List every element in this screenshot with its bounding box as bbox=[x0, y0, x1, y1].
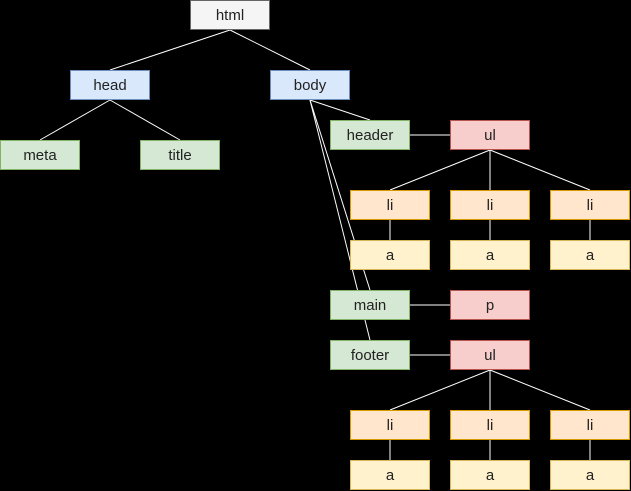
node-header: header bbox=[330, 120, 410, 150]
node-meta: meta bbox=[0, 140, 80, 170]
node-html: html bbox=[190, 0, 270, 30]
node-li3: li bbox=[550, 190, 630, 220]
edge-body-header bbox=[309, 99, 371, 121]
node-a3: a bbox=[550, 240, 630, 270]
node-a5: a bbox=[450, 460, 530, 490]
node-body: body bbox=[270, 70, 350, 100]
node-ul1: ul bbox=[450, 120, 530, 150]
node-li6: li bbox=[550, 410, 630, 440]
node-head: head bbox=[70, 70, 150, 100]
edge-head-title bbox=[109, 99, 181, 141]
edge-head-meta bbox=[39, 99, 111, 141]
node-a2: a bbox=[450, 240, 530, 270]
edge-html-body bbox=[229, 29, 311, 71]
node-footer: footer bbox=[330, 340, 410, 370]
edge-html-head bbox=[109, 29, 231, 71]
node-title: title bbox=[140, 140, 220, 170]
node-li1: li bbox=[350, 190, 430, 220]
node-li4: li bbox=[350, 410, 430, 440]
node-li5: li bbox=[450, 410, 530, 440]
node-li2: li bbox=[450, 190, 530, 220]
node-p: p bbox=[450, 290, 530, 320]
node-a6: a bbox=[550, 460, 630, 490]
node-a4: a bbox=[350, 460, 430, 490]
node-ul2: ul bbox=[450, 340, 530, 370]
node-main: main bbox=[330, 290, 410, 320]
edge-ul2-li6 bbox=[489, 369, 591, 411]
edge-ul1-li1 bbox=[389, 149, 491, 191]
edge-ul1-li3 bbox=[489, 149, 591, 191]
node-a1: a bbox=[350, 240, 430, 270]
edge-ul2-li4 bbox=[389, 369, 491, 411]
